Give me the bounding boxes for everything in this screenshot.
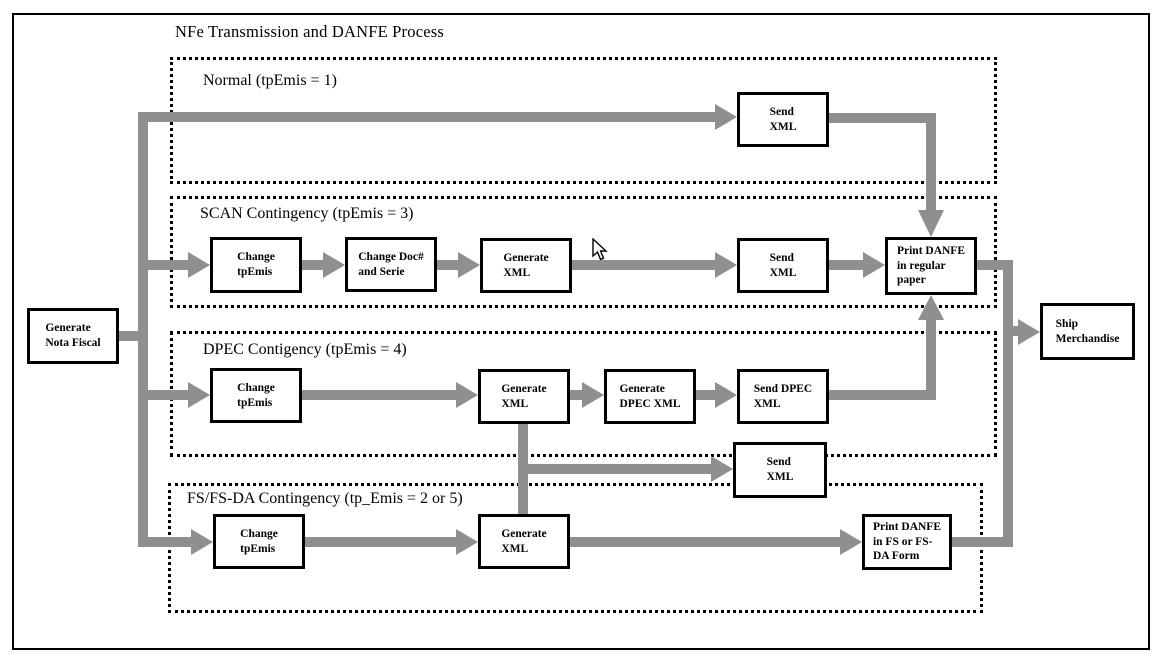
flow-box-label: Send XML [766, 456, 794, 483]
flow-box-label: Generate XML [503, 251, 549, 279]
flow-box-mid-send-xml: Send XML [733, 442, 827, 498]
connector-fs-feed [138, 537, 191, 547]
connector-scan-1 [302, 260, 323, 270]
arrowhead-into-generate-dpec-xml [582, 382, 604, 408]
connector-scan-feed [148, 260, 188, 270]
connector-dpec-out-horizontal [829, 390, 936, 400]
lane-dpec-label: DPEC Contigency (tpEmis = 4) [203, 341, 407, 358]
flow-box-change-doc-serie: Change Doc# and Serie [345, 237, 437, 292]
connector-fs-2 [570, 537, 840, 547]
flow-box-print-danfe-fs: Print DANFE in FS or FS- DA Form [862, 514, 952, 570]
mouse-cursor-icon [592, 237, 609, 268]
connector-scan-2 [437, 260, 458, 270]
flow-box-label: Ship Merchandise [1055, 317, 1120, 345]
flow-box-generate-nota-fiscal: Generate Nota Fiscal [27, 308, 119, 364]
lane-fs-label: FS/FS-DA Contingency (tp_Emis = 2 or 5) [187, 490, 463, 507]
connector-fs-out [952, 537, 1013, 547]
arrowhead-into-print-danfe-regular-bottom [918, 295, 944, 320]
connector-merge-vertical [1003, 260, 1013, 547]
connector-dpec-up-vertical [926, 318, 936, 400]
flow-box-label: Change tpEmis [240, 527, 278, 555]
arrowhead-into-mid-send-xml [711, 456, 733, 482]
flow-box-generate-dpec-xml: Generate DPEC XML [604, 369, 696, 424]
connector-dpec-1 [302, 390, 456, 400]
connector-normal-feed [138, 112, 715, 122]
arrowhead-into-print-danfe-fs [840, 529, 862, 555]
arrowhead-into-fs-generate-xml [456, 529, 478, 555]
lane-normal-label: Normal (tpEmis = 1) [203, 72, 337, 89]
flow-box-label: Generate XML [501, 527, 547, 555]
flow-box-label: Generate DPEC XML [619, 382, 681, 410]
page-title: NFe Transmission and DANFE Process [175, 22, 444, 41]
connector-normal-out-horizontal [829, 113, 936, 123]
flow-box-label: Change Doc# and Serie [358, 250, 424, 278]
outer-border [12, 13, 1150, 650]
flow-box-scan-generate-xml: Generate XML [480, 238, 572, 293]
arrowhead-into-send-dpec-xml [715, 382, 737, 408]
flow-box-label: Change tpEmis [237, 381, 275, 409]
connector-dpec-feed [148, 390, 188, 400]
connector-nota-fiscal-stub [119, 331, 148, 341]
flow-box-label: Send XML [769, 251, 797, 279]
connector-danfe-regular-out [977, 260, 1013, 270]
connector-ship-stub [1013, 326, 1018, 336]
flow-box-scan-change-tpemis: Change tpEmis [210, 237, 302, 293]
arrowhead-into-fs-change-tpemis [191, 529, 213, 555]
connector-dpec-3 [696, 390, 715, 400]
arrowhead-into-ship-merchandise [1018, 319, 1040, 345]
flow-box-label: Generate Nota Fiscal [45, 322, 101, 349]
flow-box-normal-send-xml: Send XML [737, 92, 829, 147]
flow-box-label: Send XML [769, 105, 797, 133]
arrowhead-into-change-doc-serie [323, 252, 345, 278]
lane-fs: FS/FS-DA Contingency (tp_Emis = 2 or 5) [168, 483, 983, 613]
lane-scan: SCAN Contingency (tpEmis = 3) [170, 196, 997, 308]
flow-box-label: Print DANFE in FS or FS- DA Form [872, 520, 942, 563]
arrowhead-into-print-danfe-regular-top [918, 210, 944, 237]
arrowhead-into-scan-generate-xml [458, 252, 480, 278]
flow-box-dpec-change-tpemis: Change tpEmis [210, 368, 302, 423]
connector-dpec-2 [570, 390, 582, 400]
connector-trunk-vertical [138, 112, 148, 547]
flow-box-dpec-generate-xml: Generate XML [478, 369, 570, 424]
flow-box-fs-change-tpemis: Change tpEmis [213, 514, 305, 569]
connector-fs-1 [305, 537, 456, 547]
flow-box-fs-generate-xml: Generate XML [478, 514, 570, 569]
flow-box-ship-merchandise: Ship Merchandise [1040, 303, 1135, 360]
arrowhead-into-dpec-change-tpemis [188, 382, 210, 408]
connector-scan-3 [572, 260, 715, 270]
arrowhead-into-scan-send-xml [715, 252, 737, 278]
arrowhead-into-scan-change-tpemis [188, 252, 210, 278]
flow-box-label: Change tpEmis [237, 251, 275, 278]
flow-box-label: Generate XML [501, 382, 547, 410]
arrowhead-into-print-danfe-regular-left [863, 252, 885, 278]
flow-box-label: Send DPEC XML [753, 382, 813, 410]
connector-scan-4 [829, 260, 863, 270]
flow-box-label: Print DANFE in regular paper [896, 244, 966, 287]
arrowhead-into-dpec-generate-xml [456, 382, 478, 408]
connector-normal-down-vertical [926, 113, 936, 210]
flow-box-scan-send-xml: Send XML [737, 238, 829, 293]
flow-box-print-danfe-regular: Print DANFE in regular paper [885, 237, 977, 295]
arrowhead-into-normal-send-xml [715, 104, 737, 130]
connector-mid-send-xml-branch [518, 464, 711, 474]
lane-scan-label: SCAN Contingency (tpEmis = 3) [200, 205, 414, 222]
flow-box-send-dpec-xml: Send DPEC XML [737, 369, 829, 424]
